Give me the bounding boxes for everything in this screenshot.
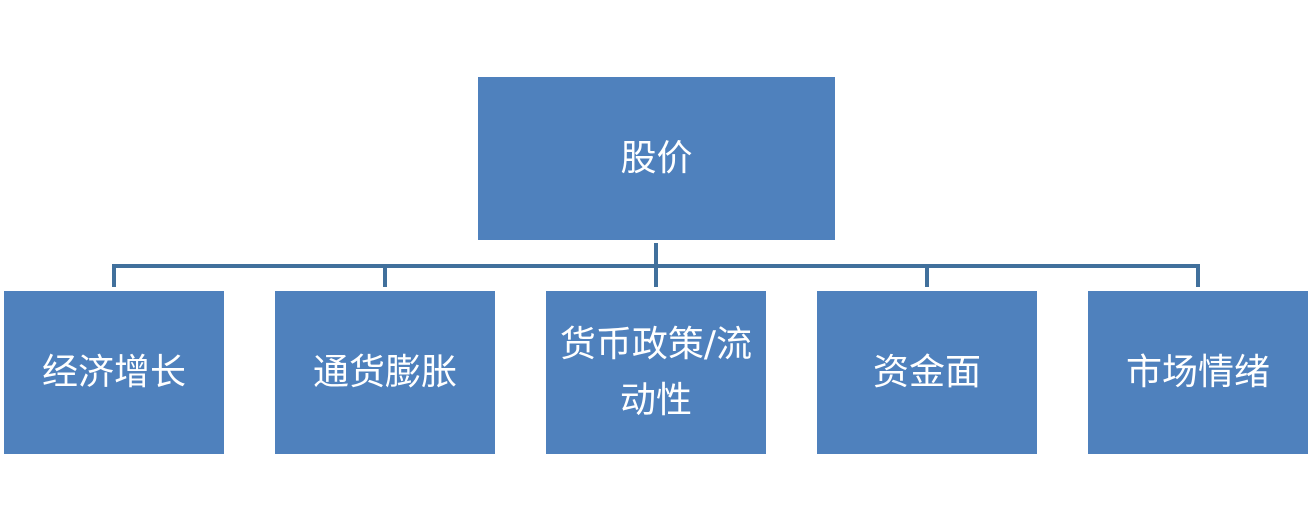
- child-node-monetary-policy-liquidity: 货币政策/流动性: [546, 291, 766, 454]
- child-node-label: 市场情绪: [1125, 351, 1270, 393]
- child-node-capital-flows: 资金面: [817, 291, 1037, 454]
- child-node-inflation: 通货膨胀: [275, 291, 495, 454]
- child-node-label: 通货膨胀: [312, 351, 457, 393]
- root-node-stock-price: 股价: [478, 77, 835, 240]
- child-node-label: 资金面: [872, 351, 981, 393]
- child-node-market-sentiment: 市场情绪: [1088, 291, 1308, 454]
- child-node-economic-growth: 经济增长: [4, 291, 224, 454]
- child-node-label: 货币政策/流动性: [559, 323, 753, 421]
- child-node-label: 经济增长: [41, 351, 186, 393]
- root-node-label: 股价: [620, 137, 693, 179]
